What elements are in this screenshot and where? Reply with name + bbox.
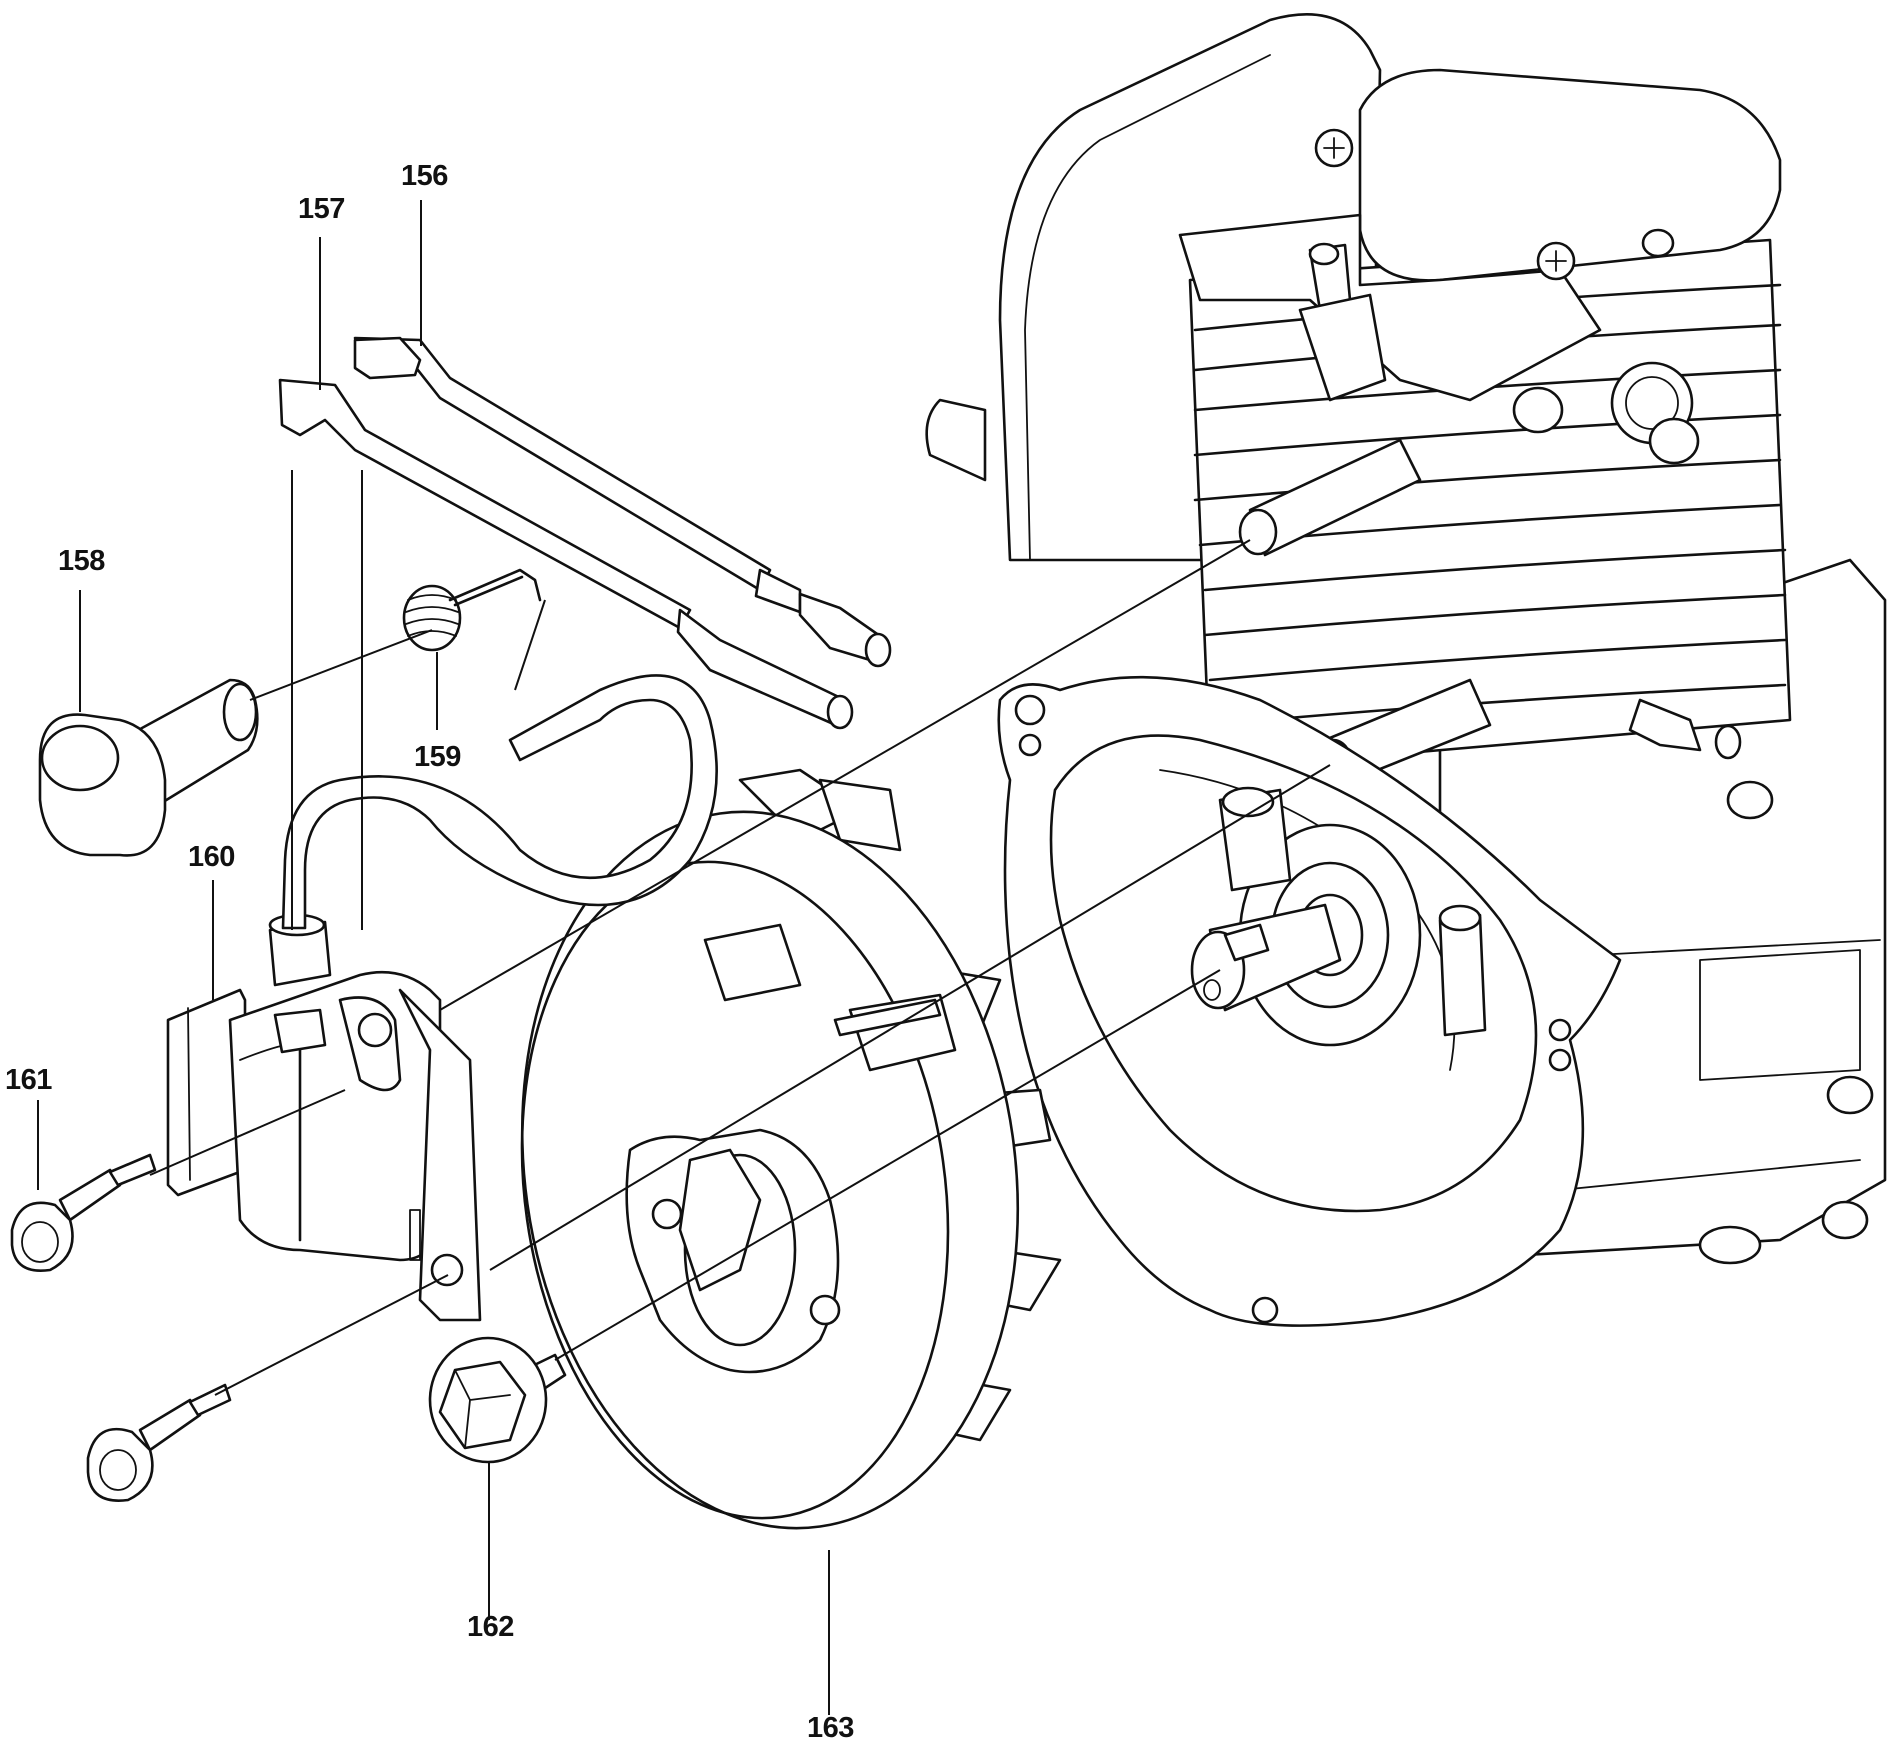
screw-161-upper <box>10 1153 157 1273</box>
part-labels: 156 157 158 159 160 161 162 163 <box>5 160 855 1744</box>
label-160: 160 <box>188 841 235 873</box>
label-162: 162 <box>467 1611 514 1643</box>
label-157: 157 <box>298 193 345 225</box>
label-163: 163 <box>807 1712 854 1744</box>
bolt-162 <box>428 1336 567 1464</box>
leader-lines <box>37 200 1331 1715</box>
label-158: 158 <box>58 545 105 577</box>
label-156: 156 <box>401 160 448 192</box>
screw-161-lower <box>86 1383 232 1502</box>
crankcase-flange <box>997 675 1622 1327</box>
label-161: 161 <box>5 1064 52 1096</box>
high-tension-lead <box>281 674 718 930</box>
spark-plug-cap <box>38 678 259 857</box>
label-159: 159 <box>414 741 461 773</box>
spark-plug <box>1298 242 1387 402</box>
stop-switch-cables <box>278 336 892 730</box>
flywheel <box>520 768 1062 1530</box>
cap-spring <box>402 568 542 652</box>
ignition-coil <box>166 913 482 1322</box>
